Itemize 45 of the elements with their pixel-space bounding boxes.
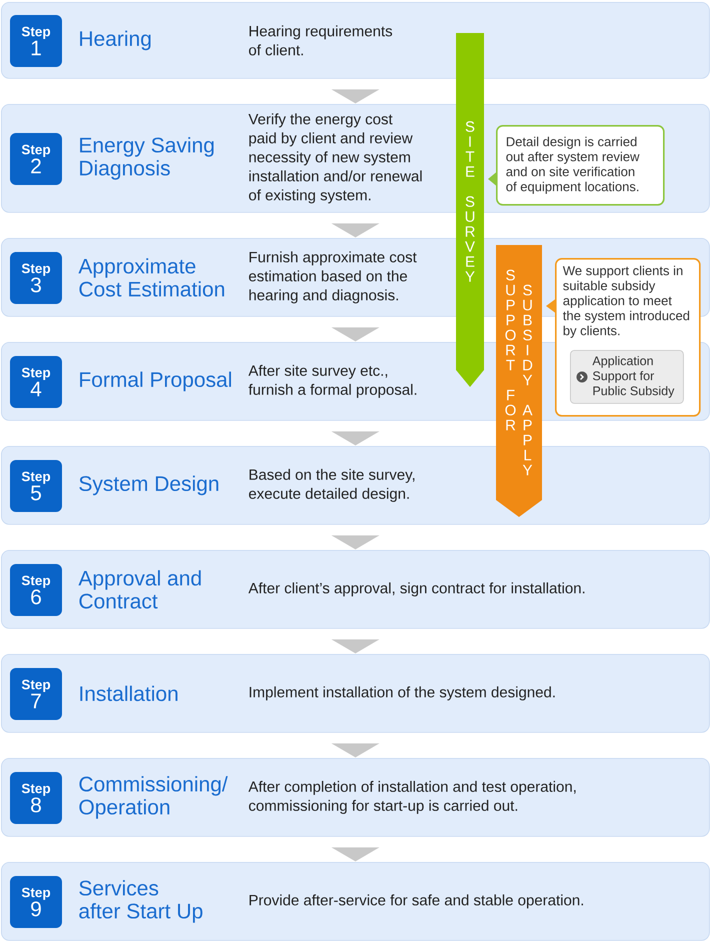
step-band [1,758,710,837]
arrow-banner: SUPPORT FOR SUBSIDY APPLY [496,245,542,517]
arrow-banner: SITE SURVEY [456,33,484,387]
step-description: Verify the energy cost paid by client and review necessity of new system installation and/or renewal of existing system. [248,113,422,204]
step-title: Installation [80,686,178,702]
step-description: Provide after-service for safe and stable operation. [250,894,583,908]
step-band [1,446,710,525]
step-title: Energy Saving Diagnosis [80,137,214,180]
step-band [1,550,710,629]
arrow [332,639,379,654]
step-description: Implement installation of the system designed. [250,686,555,700]
step-title: Hearing [80,30,151,50]
arrow [332,535,379,550]
callout-bubble: Detail design is carried out after system review and on site verification of equipment locations. [488,125,665,206]
arrow [332,743,379,758]
step-badge: Step 4 [10,356,62,408]
step-badge: Step 6 [10,564,62,616]
step-title: Services after Start Up [79,880,202,923]
step-title: System Design [79,476,218,496]
step-title: Commissioning/ Operation [79,776,228,819]
arrow [332,431,379,446]
step-badge: Step 3 [10,252,62,304]
button: Application Support for Public Subsidy [570,350,684,404]
arrow [332,89,379,104]
step-badge: Step 8 [10,772,62,824]
step-badge: Step 7 [10,668,62,720]
step-description: After completion of installation and test operation, commissioning for start-up is carried out. [248,780,576,814]
arrow [332,327,379,342]
step-badge: Step 1 [10,15,62,67]
step-band [1,2,710,79]
step-badge: Step 5 [10,460,62,512]
step-badge: Step 9 [10,876,62,928]
step-description: Based on the site survey, execute detailed design. [249,468,414,502]
step-band [1,862,710,941]
step-description: After client’s approval, sign contract for installation. [248,582,584,596]
step-title: Approval and Contract [78,570,201,609]
arrow [332,223,379,238]
step-title: Formal Proposal [80,372,232,392]
arrow [332,847,379,862]
step-description: After site survey etc., furnish a formal proposal. [248,364,416,398]
step-description: Furnish approximate cost estimation based on the hearing and diagnosis. [249,251,417,304]
step-title: Approximate Cost Estimation [78,258,224,297]
step-description: Hearing requirements of client. [249,25,392,56]
step-badge: Step 2 [10,133,62,185]
step-band [1,654,710,733]
